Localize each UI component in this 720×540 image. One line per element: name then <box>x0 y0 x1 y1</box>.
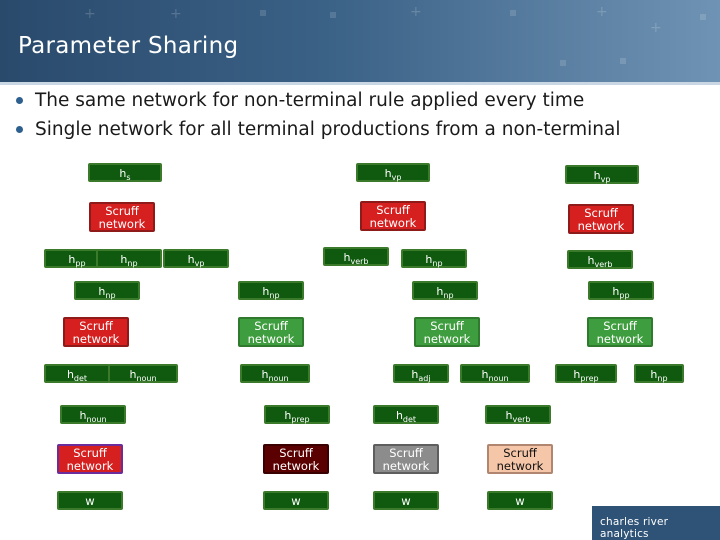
h-node-verb: hverb <box>323 247 389 266</box>
word-node: w <box>373 491 439 510</box>
decor-plus-icon: + <box>84 6 96 22</box>
h-node-det: hdet <box>373 405 439 424</box>
h-node-prep: hprep <box>555 364 617 383</box>
bullet-list: The same network for non-terminal rule a… <box>16 86 620 144</box>
bullet-text: Single network for all terminal producti… <box>35 119 621 140</box>
slide-title: Parameter Sharing <box>18 33 239 59</box>
decor-plus-icon: + <box>410 4 422 20</box>
h-node-pp: hpp <box>44 249 110 268</box>
header-banner: + + + + + Parameter Sharing <box>0 0 720 82</box>
bullet-item: Single network for all terminal producti… <box>16 115 620 144</box>
decor-square-icon <box>510 10 516 16</box>
h-node-np: hnp <box>238 281 304 300</box>
word-node: w <box>57 491 123 510</box>
h-node-np: hnp <box>634 364 684 383</box>
h-node-verb: hverb <box>567 250 633 269</box>
h-node-np: hnp <box>412 281 478 300</box>
decor-square-icon <box>560 60 566 66</box>
decor-square-icon <box>330 12 336 18</box>
h-node-vp: hvp <box>356 163 430 182</box>
h-node-noun: hnoun <box>108 364 178 383</box>
h-node-prep: hprep <box>264 405 330 424</box>
h-node-np: hnp <box>74 281 140 300</box>
decor-plus-icon: + <box>596 4 608 20</box>
h-node-noun: hnoun <box>460 364 530 383</box>
header-rule <box>0 82 720 85</box>
decor-square-icon <box>260 10 266 16</box>
bullet-dot-icon <box>16 97 23 104</box>
bullet-dot-icon <box>16 126 23 133</box>
h-node-s: hs <box>88 163 162 182</box>
decor-square-icon <box>620 58 626 64</box>
decor-square-icon <box>700 14 706 20</box>
h-node-noun: hnoun <box>60 405 126 424</box>
word-node: w <box>487 491 553 510</box>
h-node-det: hdet <box>44 364 110 383</box>
decor-plus-icon: + <box>170 6 182 22</box>
bullet-item: The same network for non-terminal rule a… <box>16 86 620 115</box>
h-node-verb: hverb <box>485 405 551 424</box>
decor-plus-icon: + <box>650 20 662 36</box>
h-node-np: hnp <box>401 249 467 268</box>
h-node-vp: hvp <box>565 165 639 184</box>
logo-text: charles river analytics <box>600 516 669 540</box>
h-node-pp: hpp <box>588 281 654 300</box>
h-node-vp: hvp <box>163 249 229 268</box>
company-logo: charles river analytics <box>592 506 720 540</box>
h-node-adj: hadj <box>393 364 449 383</box>
h-node-np: hnp <box>96 249 162 268</box>
word-node: w <box>263 491 329 510</box>
bullet-text: The same network for non-terminal rule a… <box>35 90 585 111</box>
h-node-noun: hnoun <box>240 364 310 383</box>
